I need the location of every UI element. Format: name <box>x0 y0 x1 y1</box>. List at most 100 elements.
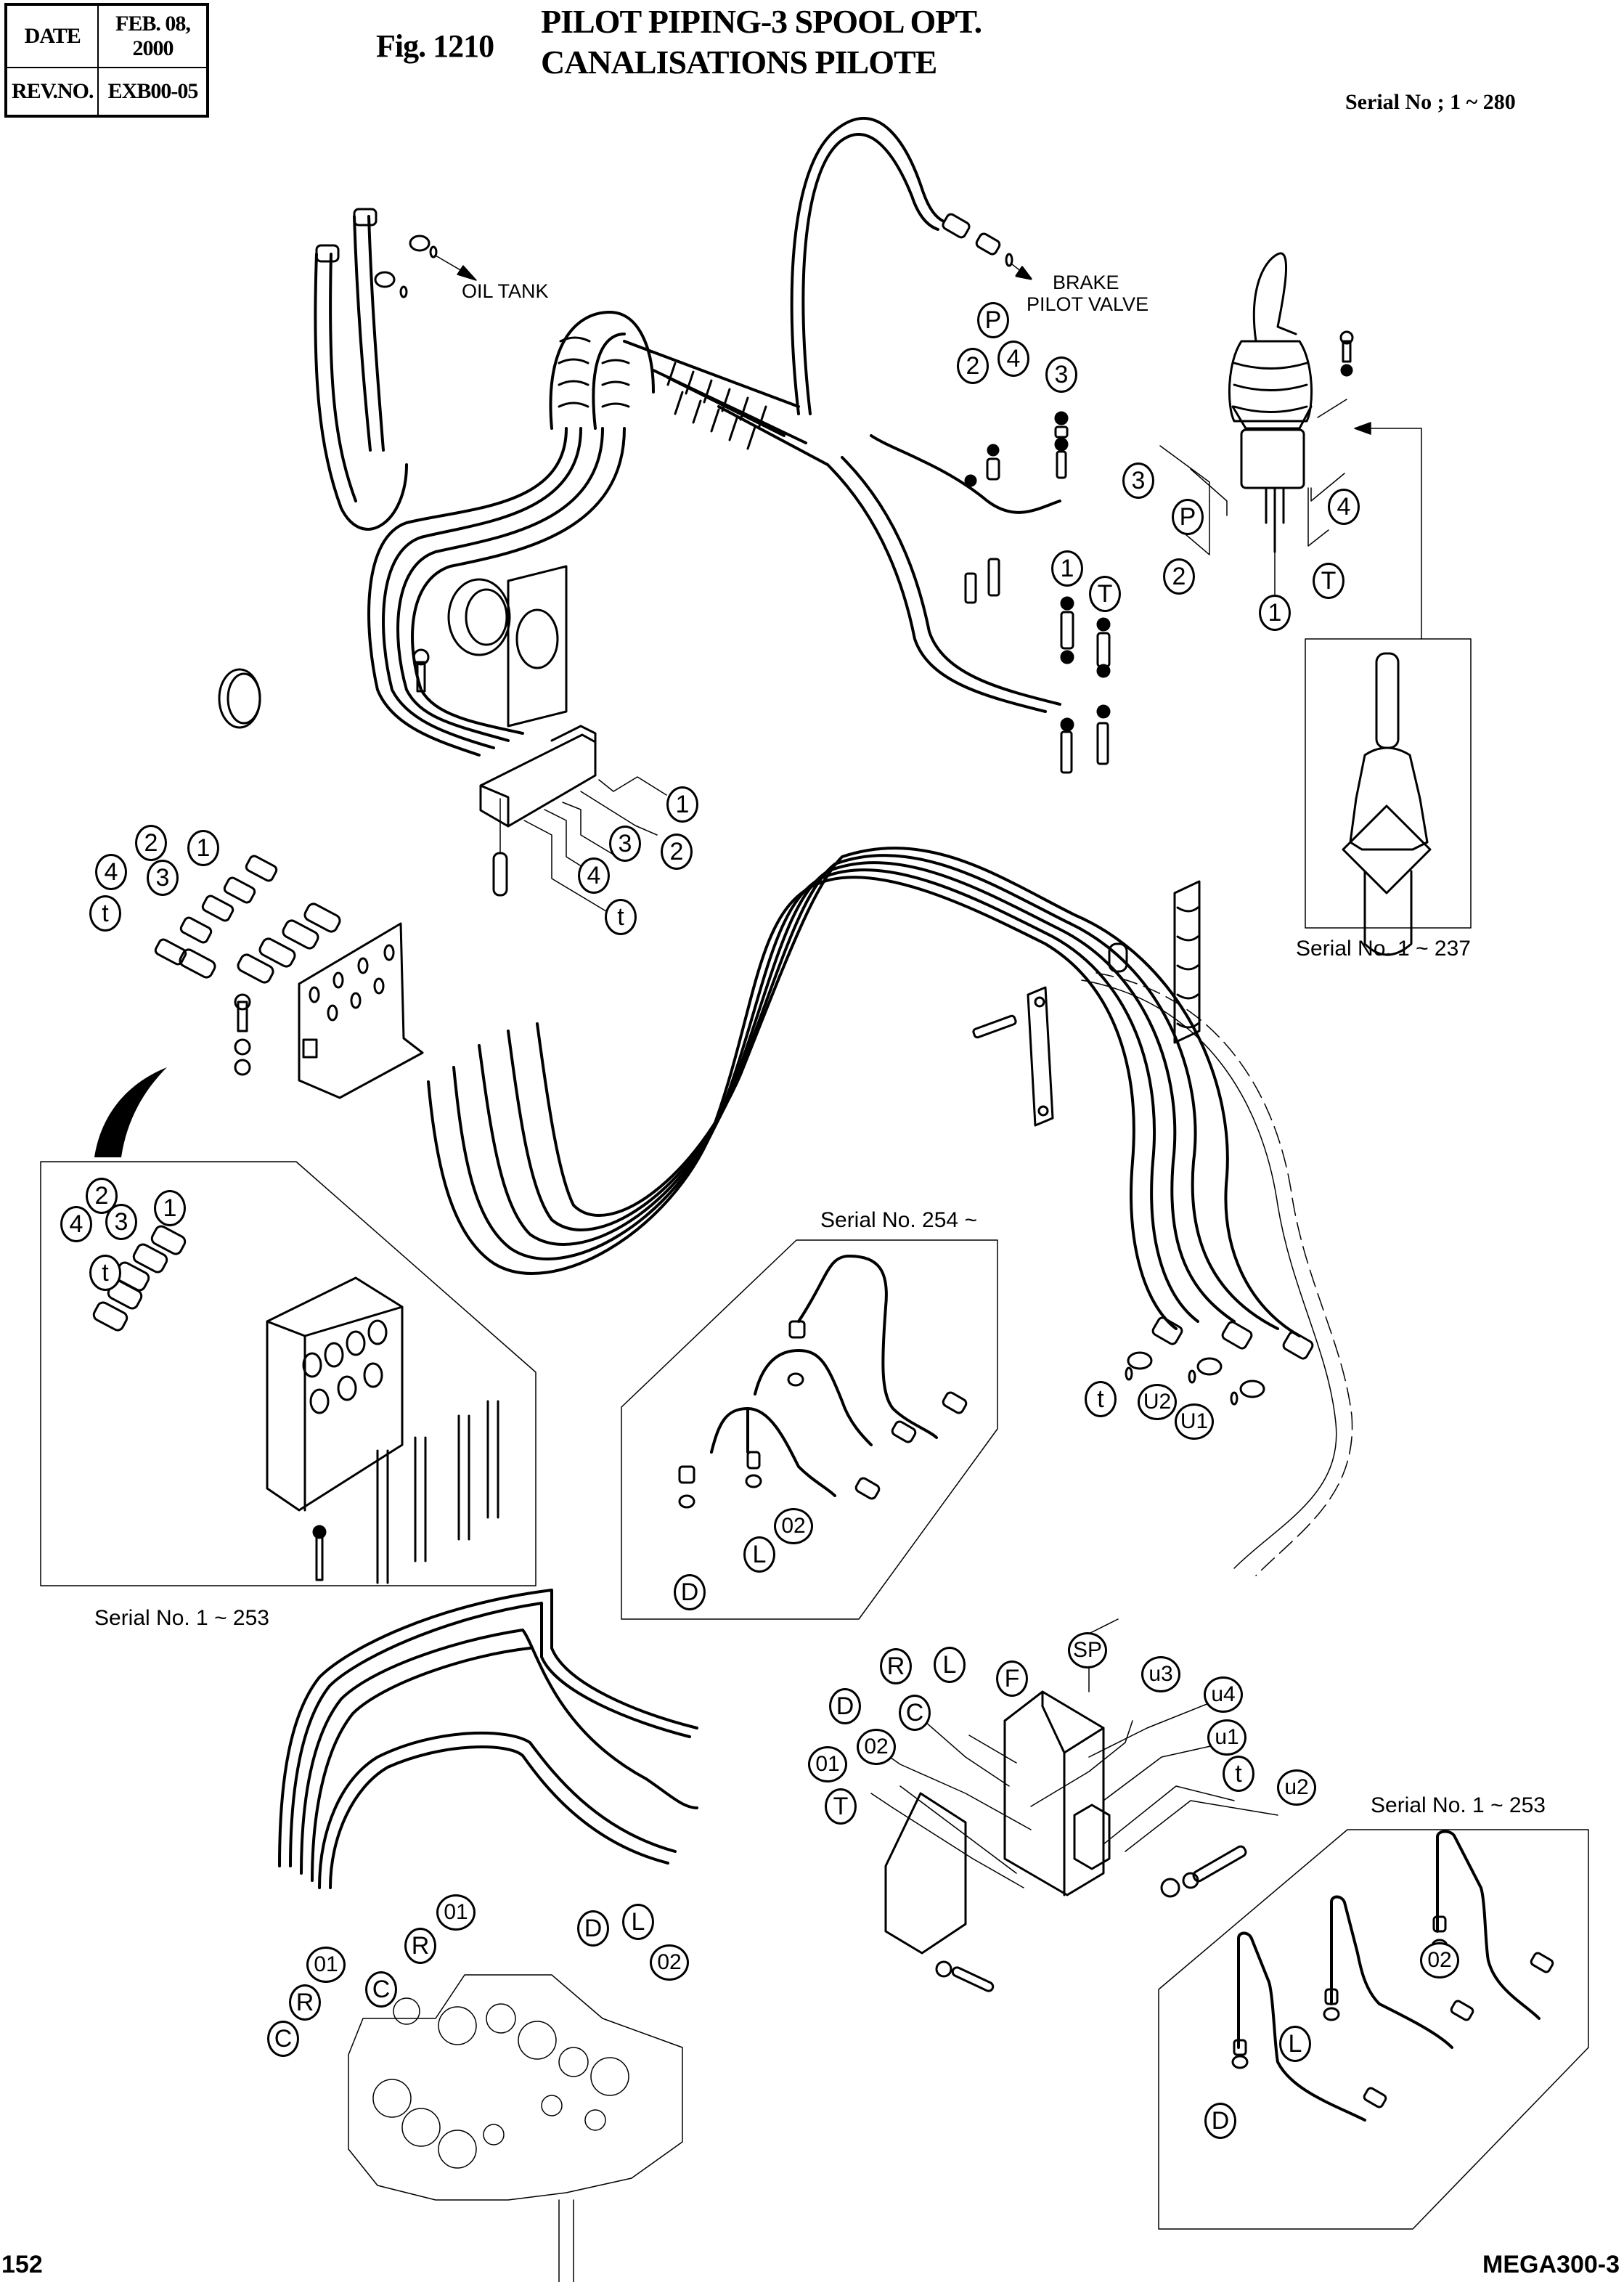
callout-2: 2 <box>661 834 693 870</box>
callout-02: 02 <box>857 1729 896 1765</box>
long-hose-run <box>427 847 1301 1337</box>
callout-01: 01 <box>808 1746 847 1782</box>
callout-01: 01 <box>306 1947 346 1983</box>
callout-U2: U2 <box>1138 1384 1177 1420</box>
callout-D: D <box>829 1688 861 1724</box>
callout-T: T <box>825 1788 857 1825</box>
upper-pipes-inset <box>621 1239 998 1620</box>
date-value: FEB. 08, 2000 <box>97 4 209 68</box>
callout-u2: u2 <box>1277 1769 1316 1806</box>
clamp-parts <box>218 565 568 729</box>
callout-D: D <box>577 1910 609 1947</box>
detail-pointer-arrow <box>94 1067 167 1157</box>
fitting-bracket <box>234 922 424 1099</box>
date-label: DATE <box>4 4 99 68</box>
lower-pipes-inset-serial: Serial No. 1 ~ 253 <box>1371 1793 1546 1817</box>
callout-2: 2 <box>135 825 167 861</box>
callout-D: D <box>674 1574 706 1610</box>
page-title: PILOT PIPING-3 SPOOL OPT. CANALISATIONS … <box>541 1 982 83</box>
callout-4: 4 <box>997 341 1029 377</box>
upper-pipes-inset-serial: Serial No. 254 ~ <box>820 1208 977 1232</box>
callout-4: 4 <box>578 857 610 894</box>
callout-P: P <box>977 302 1009 338</box>
callout-T: T <box>1089 576 1121 612</box>
callout-02: 02 <box>650 1944 689 1981</box>
callout-t: t <box>1223 1756 1254 1792</box>
revision-info-table: DATE FEB. 08, 2000 REV.NO. EXB00-05 <box>4 3 210 118</box>
rev-value: EXB00-05 <box>97 67 209 117</box>
callout-1: 1 <box>154 1190 186 1226</box>
brake-hose <box>790 117 945 415</box>
callout-u4: u4 <box>1204 1676 1243 1713</box>
callout-4: 4 <box>1328 489 1360 525</box>
callout-02: 02 <box>774 1508 813 1544</box>
oil-tank-fittings <box>315 208 438 298</box>
protective-sleeves <box>549 311 829 466</box>
callout-C: C <box>267 2021 299 2057</box>
joystick-inset <box>1305 638 1472 956</box>
title-english: PILOT PIPING-3 SPOOL OPT. <box>541 3 982 40</box>
oil-tank-hoses <box>314 215 408 531</box>
joystick-leader-lines <box>1159 399 1422 640</box>
tube-clamp-leaders <box>523 776 667 912</box>
steel-pipes <box>278 1589 698 1889</box>
callout-R: R <box>289 1984 321 2021</box>
callout-3: 3 <box>105 1204 137 1240</box>
callout-U1: U1 <box>1175 1403 1214 1440</box>
serial-range: Serial No ; 1 ~ 280 <box>1345 90 1516 114</box>
callout-2: 2 <box>1163 558 1195 595</box>
callout-4: 4 <box>95 854 127 890</box>
oil-tank-arrow <box>435 255 477 281</box>
callout-2: 2 <box>957 348 989 384</box>
callout-1: 1 <box>187 830 219 866</box>
callout-P: P <box>1172 499 1204 535</box>
oil-tank-label: OIL TANK <box>462 280 549 302</box>
manifold-inset-serial: Serial No. 1 ~ 253 <box>94 1606 269 1630</box>
pilot-valve-block <box>884 1690 1247 1992</box>
callout-3: 3 <box>1045 356 1077 393</box>
callout-4: 4 <box>60 1206 92 1242</box>
pilot-hose-bundle <box>367 427 1061 757</box>
callout-L: L <box>1279 2026 1311 2062</box>
callout-L: L <box>743 1536 775 1573</box>
callout-1: 1 <box>1051 550 1083 587</box>
main-control-valve <box>348 1974 683 2282</box>
brake-fittings <box>942 213 1032 280</box>
title-french: CANALISATIONS PILOTE <box>541 44 937 81</box>
callout-t: t <box>1085 1381 1117 1417</box>
callout-3: 3 <box>1122 462 1154 499</box>
callout-R: R <box>404 1928 436 1964</box>
callout-1: 1 <box>1259 595 1291 631</box>
callout-F: F <box>996 1660 1028 1697</box>
callout-t: t <box>89 895 121 932</box>
callout-t: t <box>89 1255 121 1291</box>
callout-u1: u1 <box>1207 1719 1246 1756</box>
pilot-valve-label: PILOT VALVE <box>1027 293 1149 315</box>
brake-label: BRAKE <box>1053 272 1119 293</box>
callout-3: 3 <box>609 826 641 862</box>
callout-C: C <box>899 1695 931 1731</box>
rev-label: REV.NO. <box>4 67 99 117</box>
figure-number: Fig. 1210 <box>376 28 494 64</box>
callout-T: T <box>1313 563 1345 599</box>
callout-t: t <box>605 899 637 935</box>
lower-pipes-inset <box>1158 1829 1589 2230</box>
page-number: 152 <box>1 2251 43 2278</box>
model-code: MEGA300-3 <box>1482 2251 1620 2278</box>
callout-L: L <box>934 1647 966 1683</box>
dashed-hose-run <box>1081 972 1353 1576</box>
callout-L: L <box>622 1904 654 1940</box>
callout-3: 3 <box>147 860 179 896</box>
callout-SP: SP <box>1068 1632 1107 1668</box>
tube-clamp-block <box>479 725 597 897</box>
callout-u3: u3 <box>1141 1656 1180 1692</box>
callout-1: 1 <box>666 786 698 823</box>
pilot-valve-fittings <box>964 411 1111 774</box>
callout-C: C <box>365 1971 397 2008</box>
joystick-pilot-valve <box>1228 252 1354 553</box>
hose-end-fittings <box>1125 1316 1314 1406</box>
manifold-inset <box>40 1161 536 1586</box>
callout-D: D <box>1204 2103 1236 2139</box>
